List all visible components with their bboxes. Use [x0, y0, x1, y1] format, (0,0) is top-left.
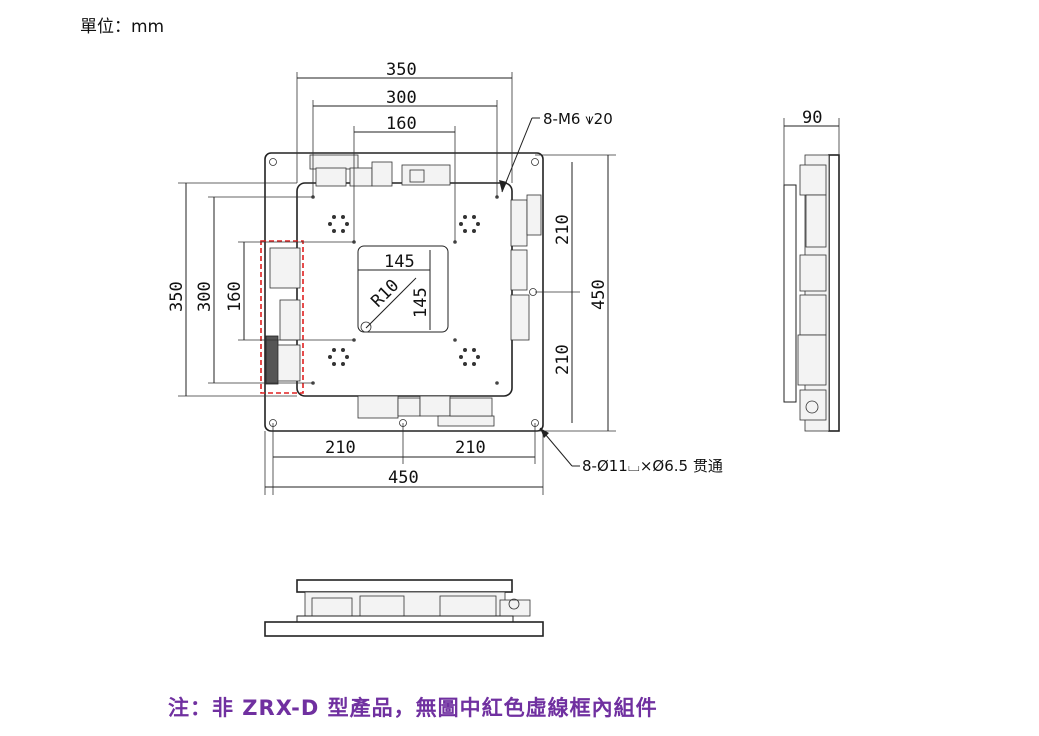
- base-plate-outline: [264, 152, 544, 432]
- dim-bottom-210-left: 210: [325, 438, 356, 458]
- footnote: 注：非 ZRX-D 型產品，無圖中紅色虛線框內組件: [168, 696, 658, 720]
- right-dimensions: [535, 154, 616, 432]
- dim-side-90: 90: [802, 108, 822, 128]
- left-edge-components: [265, 247, 301, 385]
- dim-left-350: 350: [167, 281, 187, 312]
- callout-m6-holes: 8-M6 ⩛20: [543, 110, 613, 128]
- dim-center-height: 145: [411, 287, 431, 318]
- bottom-dimensions: [264, 423, 544, 495]
- top-dimensions: [296, 72, 513, 242]
- dim-top-350: 350: [386, 60, 417, 80]
- top-plate-holes: [311, 195, 499, 385]
- hole-cluster-top-right: [459, 215, 480, 233]
- base-mounting-holes: [269, 158, 539, 427]
- optional-component-highlight: [260, 240, 304, 394]
- dim-right-210-lower: 210: [553, 344, 573, 375]
- left-dimensions: [178, 182, 354, 397]
- right-edge-components: [510, 194, 542, 341]
- dim-left-160: 160: [225, 281, 245, 312]
- hole-cluster-bottom-left: [328, 348, 349, 366]
- side-view: [783, 118, 840, 432]
- top-view: [260, 152, 544, 432]
- top-edge-components: [309, 154, 451, 187]
- center-opening: [357, 245, 449, 333]
- front-view: [264, 579, 544, 637]
- hole-cluster-top-left: [328, 215, 349, 233]
- dim-right-210-upper: 210: [553, 214, 573, 245]
- dim-radius: R10: [367, 276, 403, 312]
- dim-right-450: 450: [589, 279, 609, 310]
- dim-top-160: 160: [386, 114, 417, 134]
- dim-top-300: 300: [386, 88, 417, 108]
- bottom-edge-components: [357, 395, 495, 427]
- dim-left-300: 300: [195, 281, 215, 312]
- dim-bottom-210-right: 210: [455, 438, 486, 458]
- callout-through-holes: 8-Ø11⌴×Ø6.5 贯通: [582, 457, 723, 475]
- dim-center-width: 145: [384, 252, 415, 272]
- unit-label: 單位：mm: [80, 17, 165, 37]
- hole-cluster-bottom-right: [459, 348, 480, 366]
- dim-bottom-450: 450: [388, 468, 419, 488]
